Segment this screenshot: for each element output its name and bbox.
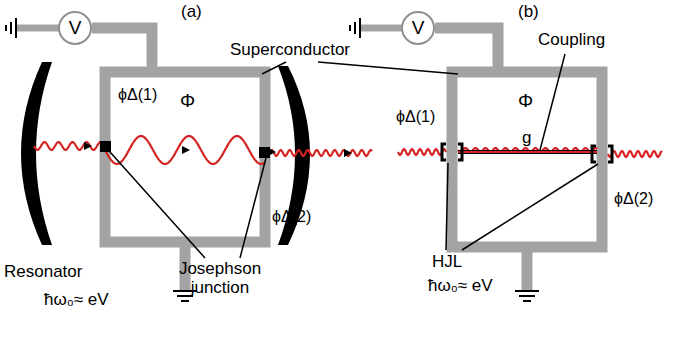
energy-label: ħω₀≈ eV: [428, 276, 493, 296]
part-label: Josephson junction: [170, 260, 270, 297]
energy-label: ħω₀≈ eV: [44, 290, 109, 310]
part-label: Resonator: [4, 262, 82, 282]
phase-label: ϕΔ(1): [396, 108, 435, 126]
voltmeter-circle: V: [58, 11, 92, 45]
voltmeter-circle: V: [401, 11, 435, 45]
node-text: V: [412, 17, 425, 39]
panel-label: (b): [518, 2, 539, 22]
material-label: Superconductor: [230, 40, 350, 60]
wave: [398, 149, 446, 155]
phase-label: ϕΔ(1): [118, 86, 157, 104]
node-text: V: [69, 17, 82, 39]
wave: [608, 151, 662, 157]
wave: [458, 148, 597, 152]
coupling-symbol: g: [522, 128, 531, 148]
part-label: HJL: [432, 252, 462, 272]
flux-symbol: Φ: [180, 90, 195, 112]
phase-label: ϕΔ(2): [272, 208, 311, 226]
flux-symbol: Φ: [518, 90, 533, 112]
panel-label: (a): [181, 2, 202, 22]
wave: [34, 142, 105, 150]
phase-label: ϕΔ(2): [614, 190, 653, 208]
part-label: Coupling: [538, 30, 605, 50]
wave: [265, 150, 372, 156]
